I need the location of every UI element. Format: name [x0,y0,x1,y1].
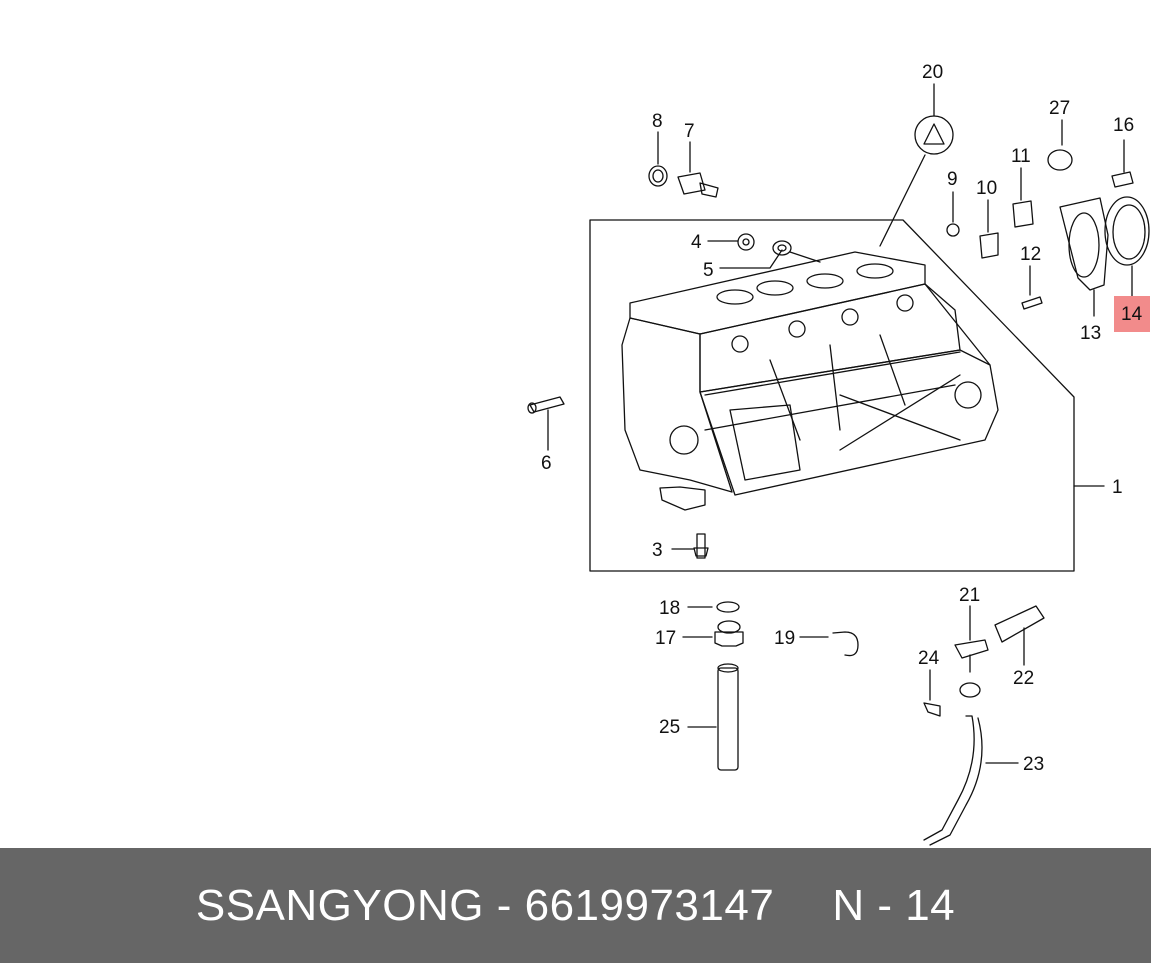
callout-27: 27 [1049,98,1070,119]
part-21-connector [954,605,989,698]
callout-6: 6 [541,453,552,474]
callout-4: 4 [691,232,702,253]
callout-19: 19 [774,628,795,649]
part-14-oil-seal [1104,196,1150,297]
callout-21: 21 [959,585,980,606]
callout-11: 11 [1011,146,1031,167]
part-23-hose [923,715,1019,846]
parts-diagram: 1 3 4 5 6 7 8 9 10 11 12 13 14 16 17 18 … [527,62,1150,846]
part-7-sensor [677,141,719,198]
part-20-cap [914,83,954,155]
callout-22: 22 [1013,668,1034,689]
part-9-ball [946,191,960,237]
callout-12: 12 [1020,244,1041,265]
callout-labels: 1 3 4 5 6 7 8 9 10 11 12 13 14 16 17 18 … [541,62,1143,775]
callout-23: 23 [1023,754,1044,775]
callout-16: 16 [1113,115,1134,136]
part-3-bolt [671,533,709,559]
part-number: 6619973147 [524,880,775,930]
brand-separator: - [496,880,512,930]
callout-9: 9 [947,169,958,190]
callout-10: 10 [976,178,997,199]
part-19-hose [799,631,859,657]
brand-name: SSANGYONG [195,880,484,930]
callout-24: 24 [918,648,940,669]
part-10-sleeve [979,199,999,259]
part-18-ring [687,601,740,613]
part-5-washer [719,240,821,269]
part-16-bolt [1111,139,1134,188]
callout-13: 13 [1080,323,1101,344]
callout-20: 20 [922,62,943,83]
callout-7: 7 [684,121,695,142]
callout-25: 25 [659,717,680,738]
callout-8: 8 [652,111,663,132]
part-27-plug [1047,119,1073,171]
part-25-tube [687,663,739,771]
highlight-box [1114,296,1150,332]
callout-18: 18 [659,598,680,619]
callout-1: 1 [1112,477,1123,498]
callout-5: 5 [703,260,714,281]
callout-3: 3 [652,540,663,561]
part-11-sleeve [1012,167,1034,228]
position-label: N - 14 [832,880,956,930]
part-4-plug [707,233,755,251]
callout-17: 17 [655,628,676,649]
leader-20 [879,154,926,247]
part-12-dowel [1021,265,1043,310]
callout-14: 14 [1121,304,1143,325]
part-24-clip [923,669,941,717]
part-8-seal [648,131,668,187]
engine-block [621,251,999,511]
part-6-pin [527,396,565,451]
part-22-hose [994,605,1045,666]
part-footer-banner: SSANGYONG - 6619973147 N - 14 [0,848,1151,963]
part-13-cover [1059,197,1109,317]
engine-block-frame [589,219,1075,572]
part-17-grommet [682,620,744,647]
